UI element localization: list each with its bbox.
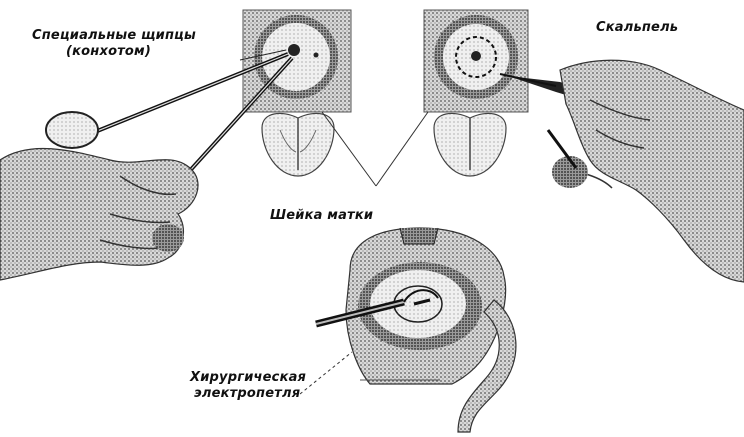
loop-label-leader — [300, 352, 352, 394]
left-hand-finger-ring — [152, 224, 184, 252]
label-loop-line1: Хирургическая — [190, 370, 306, 385]
speculum-top-blade — [400, 228, 438, 244]
scalpel-panel — [424, 10, 528, 176]
scalpel-panel-os — [471, 51, 481, 61]
label-loop-line2: электропетля — [190, 386, 306, 402]
label-forceps-line1: Специальные щипцы — [32, 28, 196, 43]
forceps-panel-os — [288, 44, 300, 56]
forceps-panel-spot — [314, 53, 319, 58]
label-cervix: Шейка матки — [270, 208, 373, 224]
forceps-ring-handle — [46, 112, 98, 148]
label-scalpel: Скальпель — [596, 20, 678, 36]
right-hand — [548, 60, 744, 282]
label-forceps: Специальные щипцы (конхотом) — [32, 28, 196, 60]
left-hand — [0, 148, 198, 280]
label-electroloop: Хирургическая электропетля — [190, 370, 306, 402]
loop-excision-view — [316, 228, 516, 432]
label-forceps-line2: (конхотом) — [32, 44, 196, 60]
